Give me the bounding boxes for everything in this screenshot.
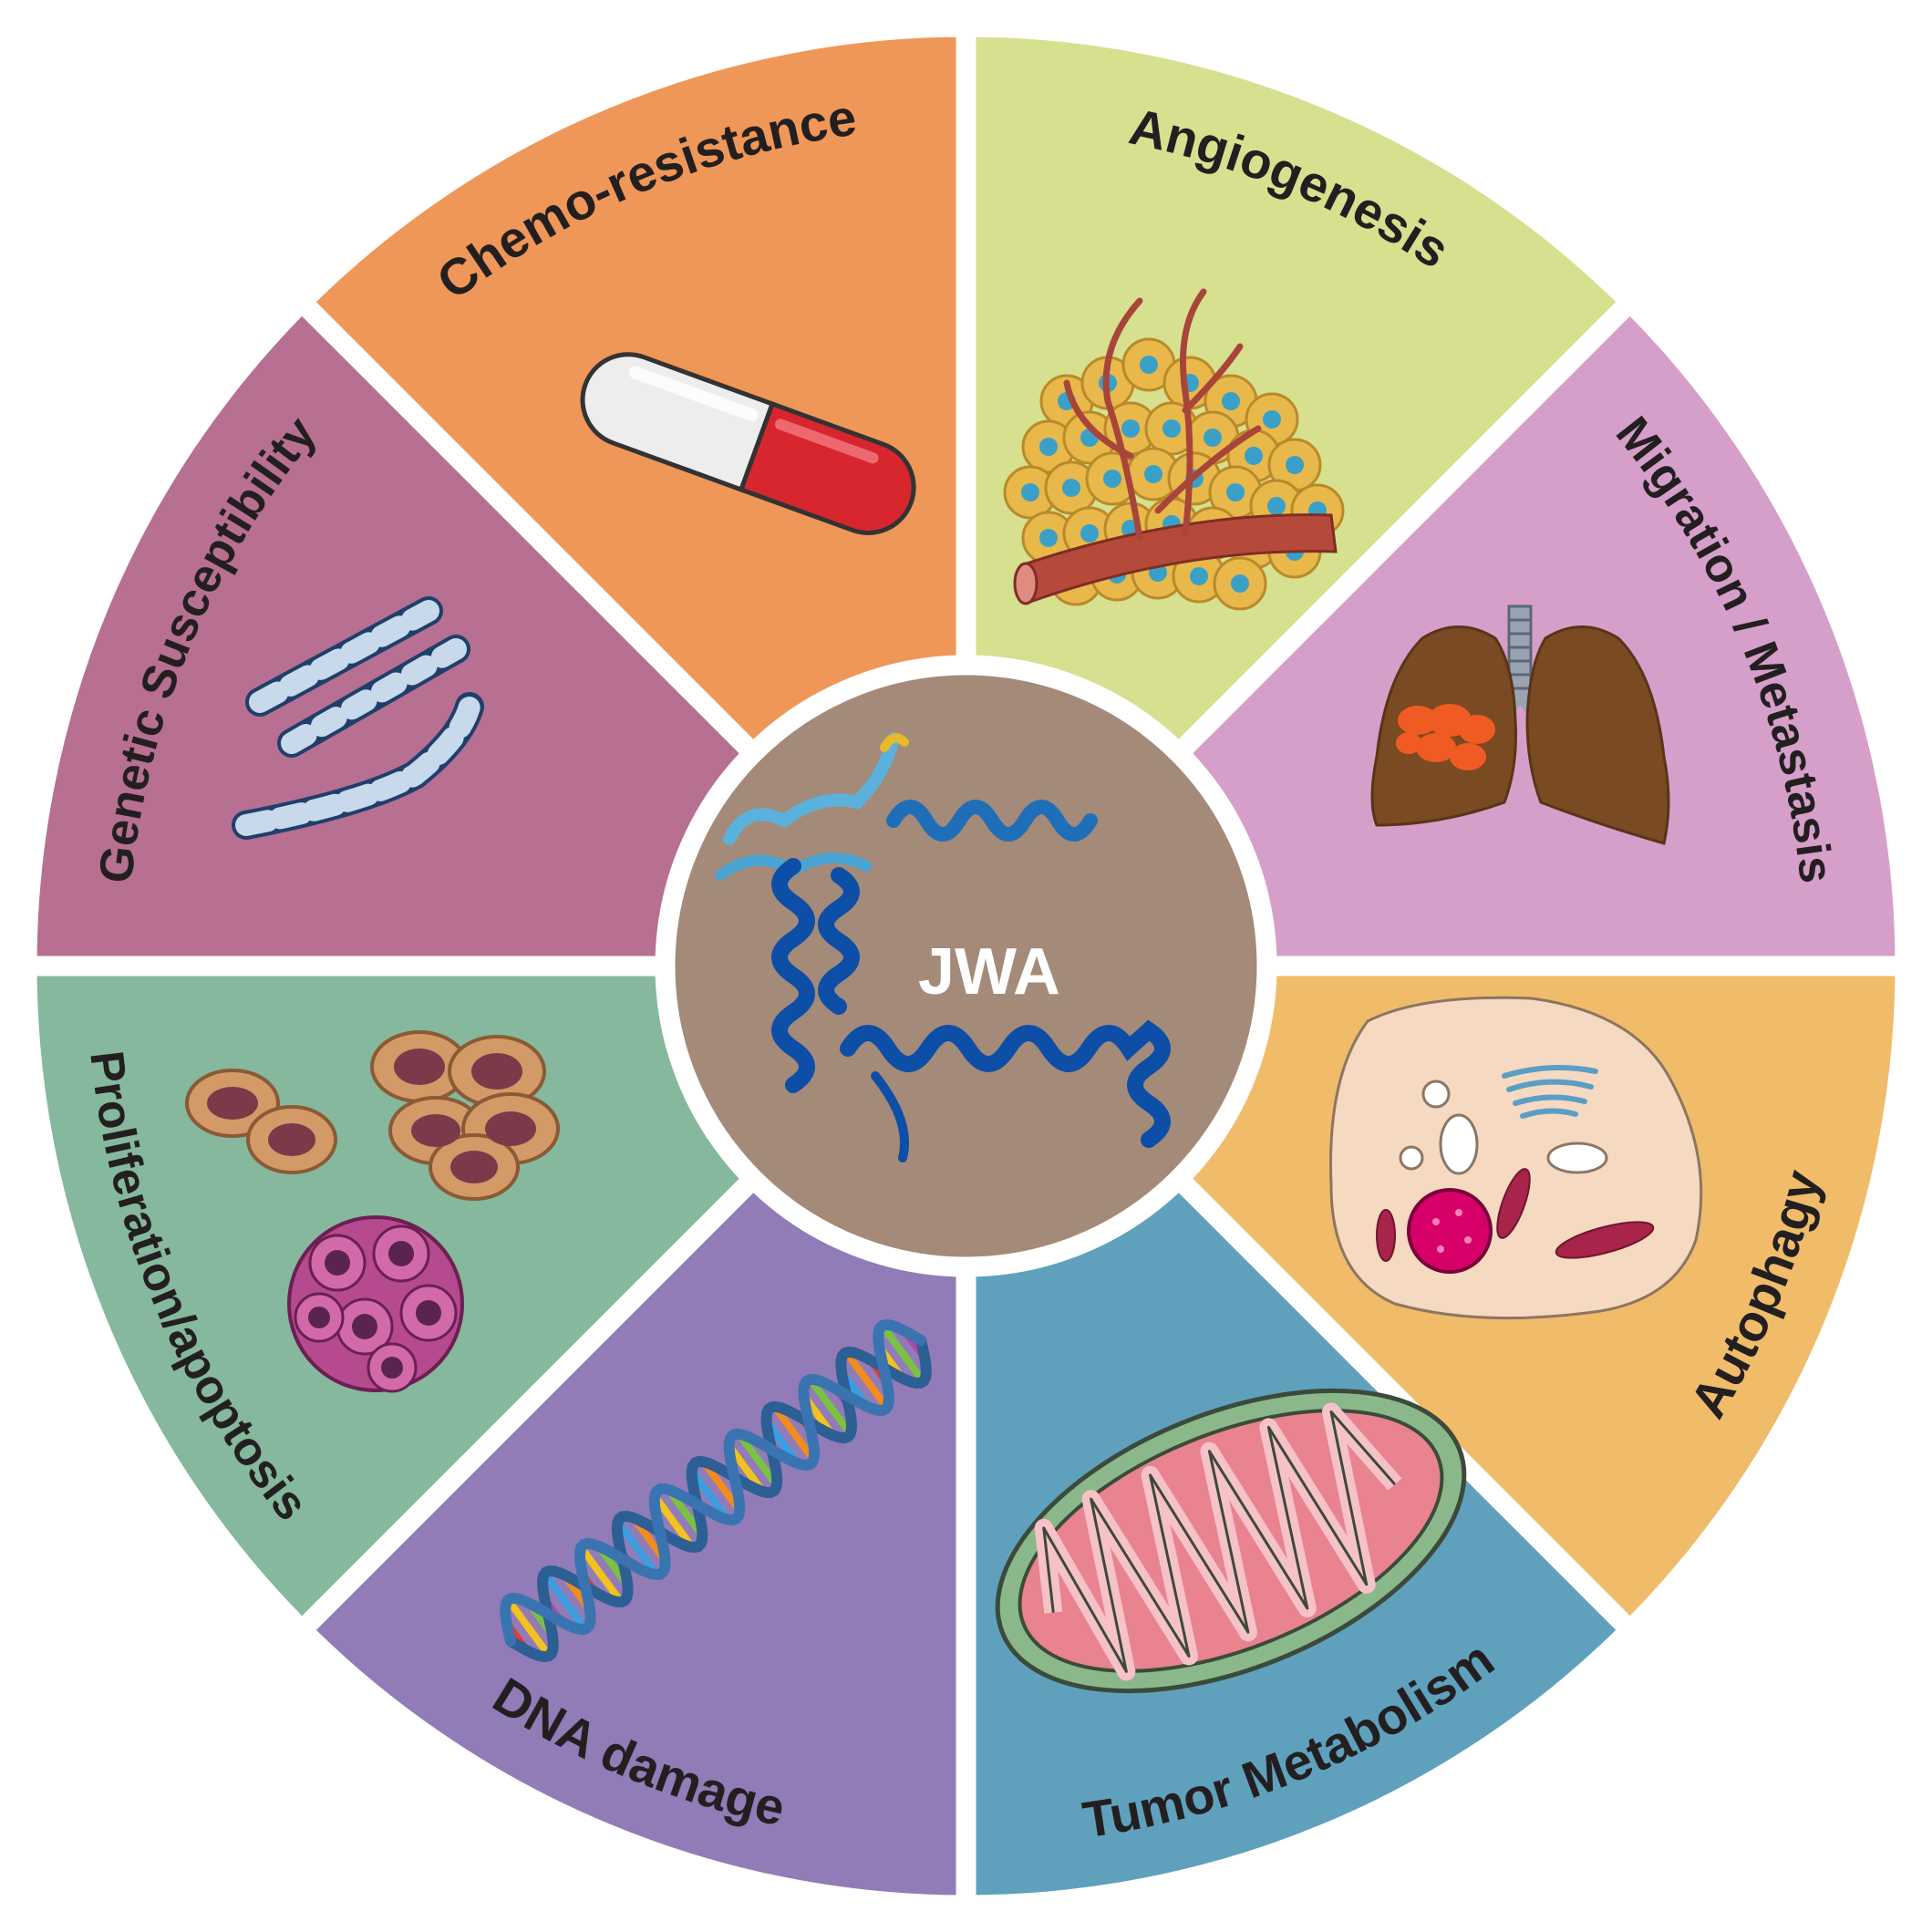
center-label: JWA: [918, 935, 1060, 1008]
protein-structure-icon: [715, 732, 1171, 1162]
dna-base-pair: [700, 1460, 743, 1514]
dna-helix-icon: [500, 1318, 932, 1663]
dna-base-pair: [807, 1377, 853, 1436]
dna-base-pair: [688, 1468, 731, 1522]
dna-strand: [505, 1335, 932, 1663]
lungs-icon: [1370, 604, 1670, 845]
dna-base-pair: [651, 1493, 696, 1550]
dna-base-pair: [542, 1571, 589, 1632]
dna-base-pair: [736, 1431, 780, 1488]
dna-base-pair: [771, 1404, 817, 1462]
mitochondrion-icon: [995, 1388, 1467, 1694]
dna-base-pair: [615, 1519, 660, 1577]
dna-base-pair: [578, 1545, 625, 1605]
dna-base-pair: [842, 1349, 890, 1410]
tumor-vessel-icon: [1003, 288, 1345, 611]
center-disc: [655, 655, 1277, 1277]
dna-strand: [500, 1318, 926, 1647]
dna-base-pair: [505, 1597, 553, 1658]
cells-icon: [185, 1030, 560, 1393]
capsule-icon: [580, 352, 916, 535]
dna-base-pair: [879, 1323, 926, 1384]
chromosomes-icon: [232, 596, 484, 840]
cell-organelles-icon: [1329, 996, 1703, 1320]
